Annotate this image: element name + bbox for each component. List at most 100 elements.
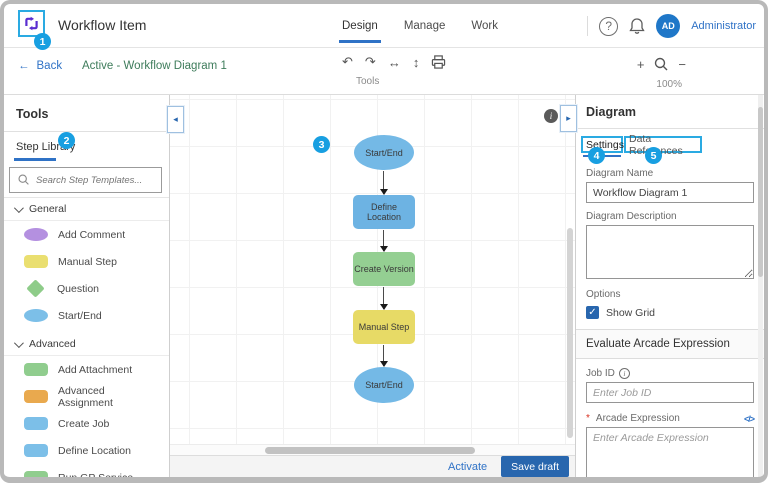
zoom-out-button[interactable]: − [678, 56, 686, 72]
step-add-attachment[interactable]: Add Attachment [4, 356, 169, 383]
callout-badge-5: 5 [645, 147, 662, 164]
flow-arrow [379, 230, 388, 252]
job-id-info-icon[interactable]: i [618, 368, 630, 379]
notifications-bell-icon[interactable] [629, 17, 645, 35]
panel-scroll-thumb[interactable] [758, 107, 763, 277]
node-manual-step[interactable]: Manual Step [353, 310, 415, 344]
diagram-name-label: Diagram Name [586, 168, 654, 179]
rect-shape-icon [24, 390, 48, 403]
flow-arrow [379, 171, 388, 195]
redo-icon[interactable]: ↷ [364, 54, 376, 69]
job-id-input[interactable] [586, 382, 754, 403]
node-define-location[interactable]: Define Location [353, 195, 415, 229]
options-label: Options [586, 289, 621, 300]
search-icon [18, 174, 29, 185]
step-question[interactable]: Question [4, 275, 169, 302]
job-id-group: Job ID i [576, 368, 764, 403]
collapse-right-panel-button[interactable]: ▸ [560, 105, 577, 132]
back-button[interactable]: ← Back [18, 60, 62, 72]
diagram-toolbar: ← Back Active - Workflow Diagram 1 ↶ ↷ ↔… [4, 48, 764, 95]
arcade-expression-textarea[interactable] [586, 427, 754, 483]
required-asterisk: * [586, 413, 590, 424]
arcade-label-text: Arcade Expression [595, 413, 680, 424]
header-divider [587, 16, 589, 36]
help-icon[interactable]: ? [599, 16, 619, 36]
step-label: Add Comment [58, 228, 126, 241]
step-label: Create Job [58, 417, 110, 430]
step-library-list: General Add Comment Manual Step Question… [4, 197, 169, 483]
horizontal-scroll-thumb[interactable] [265, 447, 475, 454]
undo-icon[interactable]: ↶ [342, 54, 353, 69]
zoom-controls: + − [637, 56, 686, 72]
diagram-name-input[interactable] [586, 182, 754, 203]
canvas-vertical-scroll-thumb[interactable] [567, 228, 573, 438]
canvas-horizontal-scrollbar[interactable] [170, 444, 575, 455]
main-nav: Design Manage Work [339, 4, 498, 48]
show-grid-checkbox[interactable]: ✓ [586, 306, 599, 319]
diagram-description-label: Diagram Description [586, 211, 677, 222]
flow-arrow [379, 287, 388, 310]
step-define-location[interactable]: Define Location [4, 437, 169, 464]
step-start-end[interactable]: Start/End [4, 302, 169, 329]
arcade-expression-group: * Arcade Expression </> [576, 413, 764, 483]
panel-scrollbar[interactable] [758, 95, 763, 477]
workflow-icon [25, 16, 38, 31]
zoom-in-button[interactable]: + [636, 56, 645, 72]
step-label: Start/End [58, 309, 102, 322]
callout-badge-3: 3 [313, 136, 330, 153]
step-add-comment[interactable]: Add Comment [4, 221, 169, 248]
chevron-down-icon [13, 202, 24, 213]
canvas-footer: Activate Save draft [170, 455, 575, 477]
user-name[interactable]: Administrator [691, 20, 756, 32]
step-label: Advanced Assignment [58, 384, 113, 409]
node-create-version[interactable]: Create Version [353, 252, 415, 286]
diagram-description-textarea[interactable] [586, 225, 754, 279]
diagram-description-group: Diagram Description [576, 211, 764, 284]
tab-manage[interactable]: Manage [403, 20, 446, 32]
magnifier-icon[interactable] [653, 56, 669, 72]
section-advanced[interactable]: Advanced [4, 333, 169, 356]
info-icon[interactable]: i [544, 109, 558, 123]
workflow-app-logo[interactable] [18, 10, 45, 37]
rect-shape-icon [24, 471, 48, 483]
zoom-level: 100% [656, 79, 682, 90]
step-label: Question [57, 282, 100, 295]
step-run-gp-service[interactable]: Run GP Service [4, 464, 169, 483]
step-advanced-assignment[interactable]: Advanced Assignment [4, 383, 169, 410]
search-wrap [9, 167, 162, 193]
save-draft-button[interactable]: Save draft [501, 456, 569, 477]
avatar[interactable]: AD [656, 14, 681, 38]
step-manual-step[interactable]: Manual Step [4, 248, 169, 275]
step-label: Define Location [58, 444, 131, 457]
search-step-templates-input[interactable] [9, 167, 162, 193]
tab-data-references[interactable]: Data References [624, 133, 702, 157]
tab-work[interactable]: Work [471, 20, 498, 32]
step-label: Add Attachment [58, 363, 133, 376]
collapse-left-panel-button[interactable]: ◂ [167, 106, 184, 133]
section-general[interactable]: General [4, 198, 169, 221]
canvas-tools: ↶ ↷ ↔ ↕ [342, 54, 446, 70]
show-grid-label: Show Grid [606, 306, 656, 319]
options-group: Options ✓ Show Grid [576, 289, 764, 319]
panel-tabs: Settings Data References 4 5 [576, 129, 764, 164]
rect-shape-icon [24, 255, 48, 268]
tab-step-library[interactable]: Step Library [4, 132, 169, 161]
code-editor-icon[interactable]: </> [743, 413, 755, 424]
tab-design[interactable]: Design [339, 4, 381, 48]
align-vertical-icon[interactable]: ↕ [412, 54, 420, 70]
diagram-canvas[interactable]: Start/End Define Location Create Version… [170, 95, 575, 444]
callout-badge-1: 1 [34, 33, 51, 50]
node-start-end-top[interactable]: Start/End [354, 135, 414, 170]
back-label: Back [36, 60, 63, 72]
print-icon[interactable] [431, 55, 446, 69]
diagram-status: Active - Workflow Diagram 1 [82, 60, 227, 72]
step-create-job[interactable]: Create Job [4, 410, 169, 437]
activate-button[interactable]: Activate [447, 460, 488, 473]
align-horizontal-icon[interactable]: ↔ [387, 54, 401, 70]
header-actions: ? AD Administrator [587, 4, 756, 48]
page-title: Workflow Item [58, 17, 147, 33]
node-start-end-bottom[interactable]: Start/End [354, 367, 414, 403]
tools-sidebar: Tools Step Library General Add Comment M… [4, 95, 170, 483]
diamond-shape-icon [26, 279, 45, 298]
